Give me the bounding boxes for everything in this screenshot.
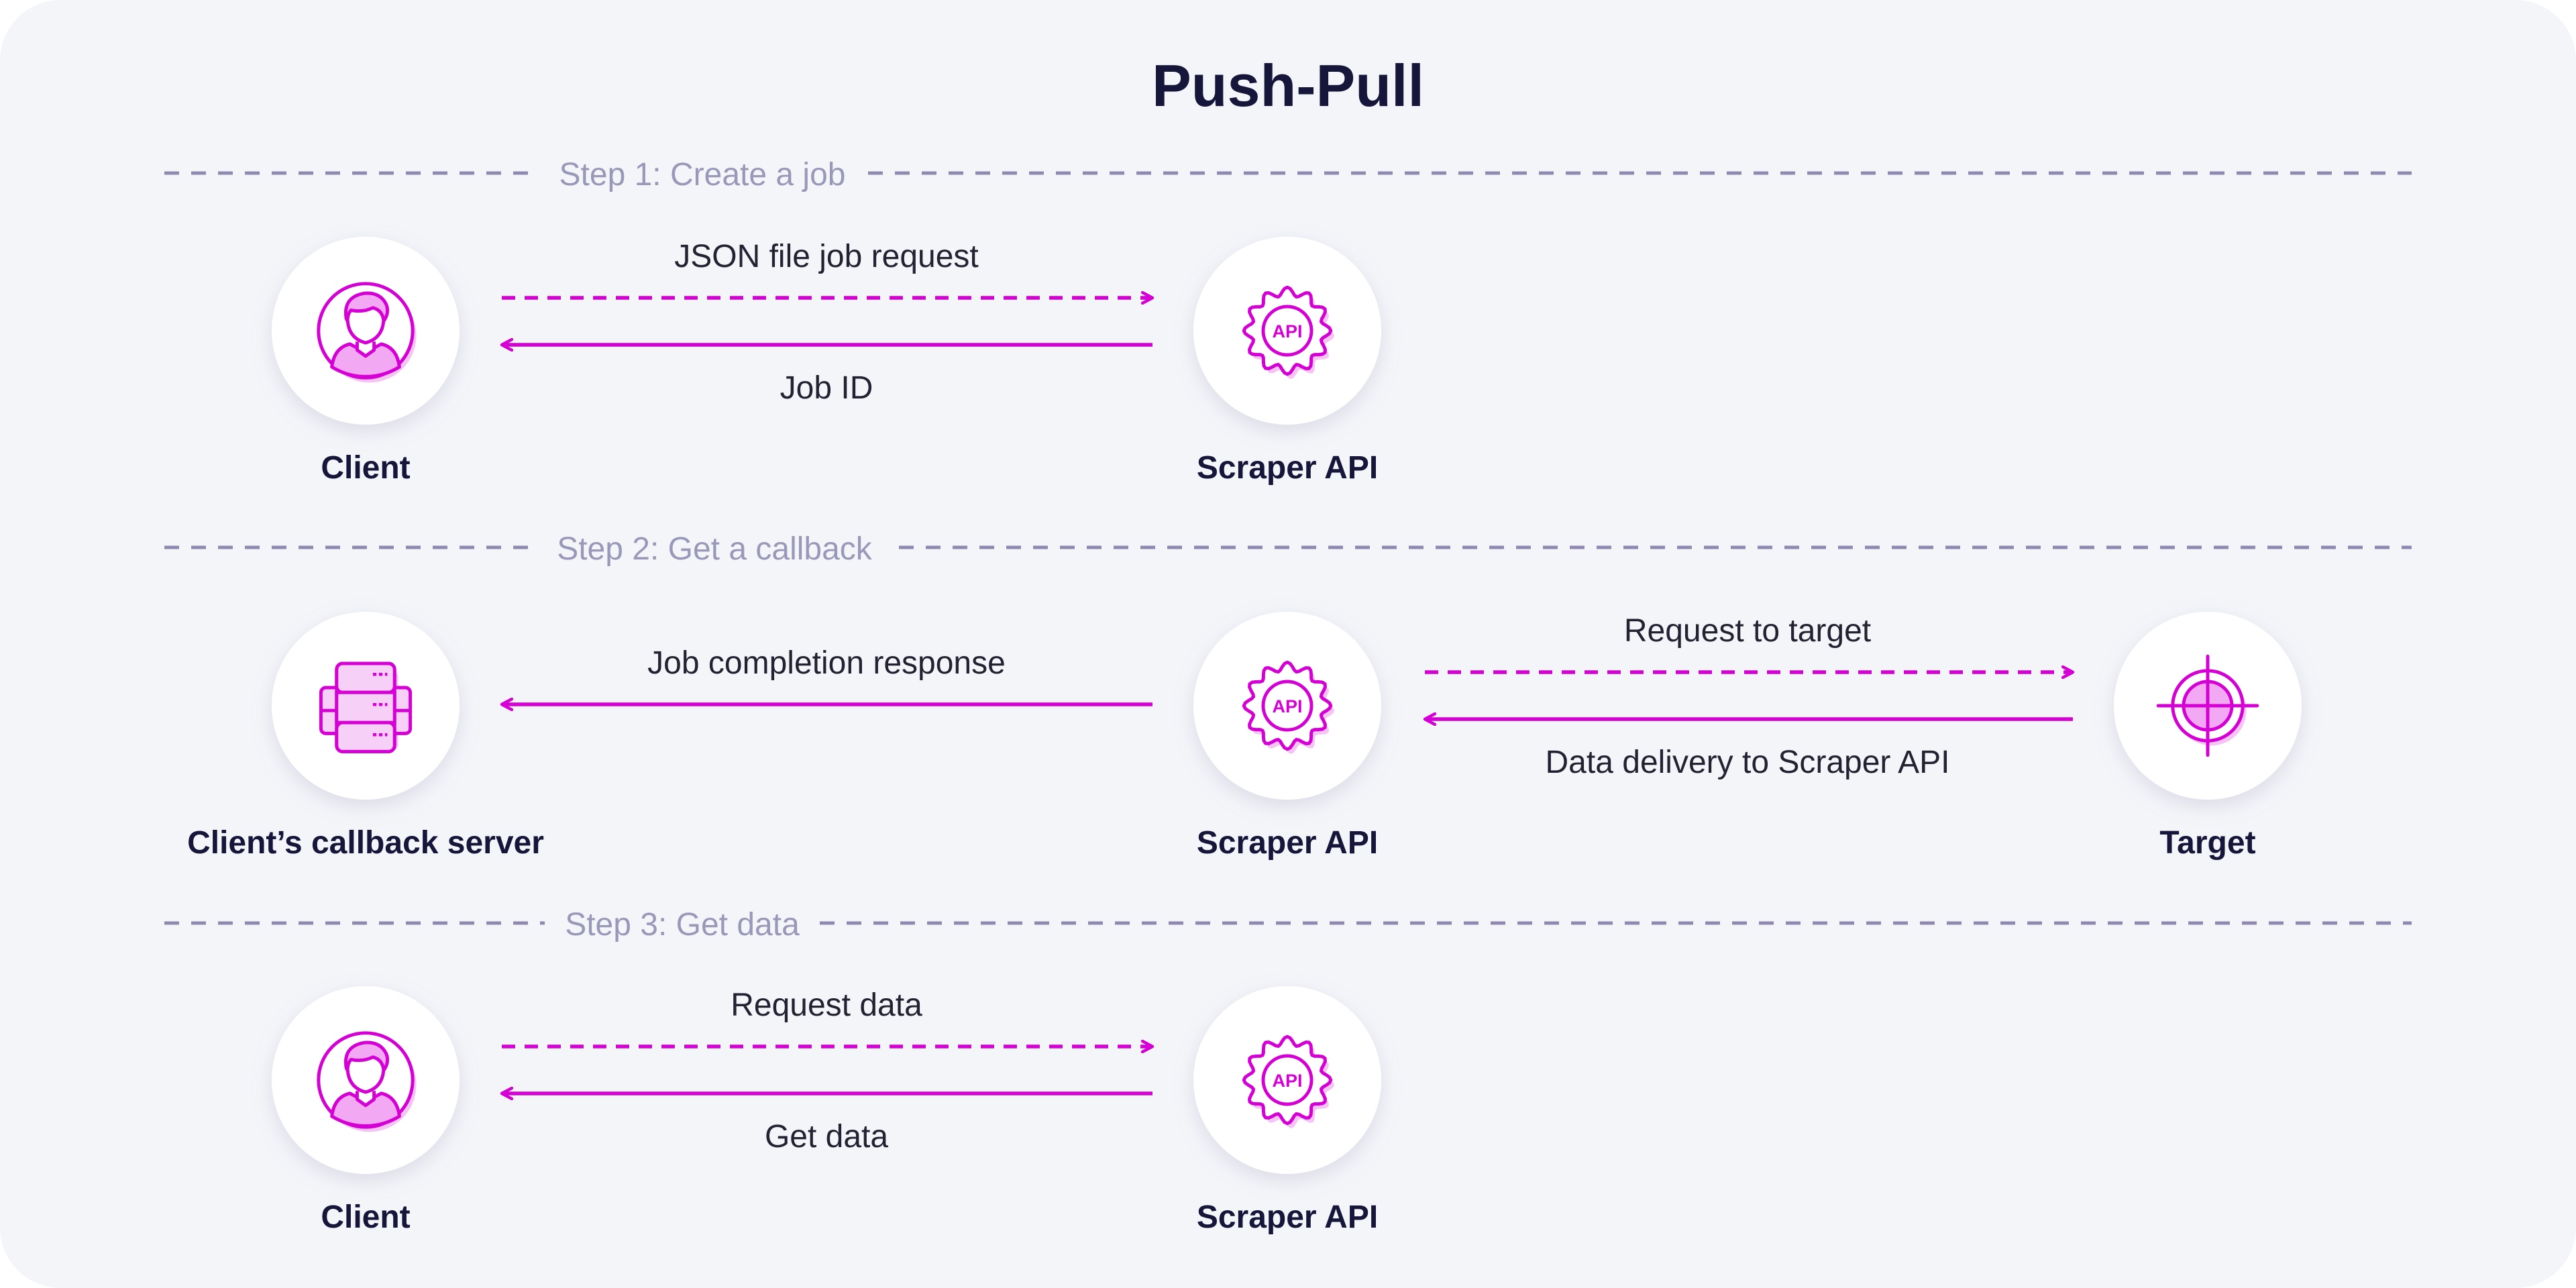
step-3-label: Step 3: Get data — [565, 907, 800, 943]
step-3-arrow-get-data-label: Get data — [765, 1119, 888, 1155]
step-2: Step 2: Get a callback Job completion re… — [164, 531, 2412, 861]
user-icon — [319, 1033, 417, 1132]
client-node: Client — [272, 237, 460, 486]
step-3-arrow-request-data-label: Request data — [731, 987, 922, 1023]
client-label: Client — [321, 450, 410, 486]
step-2-arrow-data-delivery-label: Data delivery to Scraper API — [1546, 745, 1950, 780]
scraper-api-label: Scraper API — [1197, 450, 1378, 486]
scraper-api-label: Scraper API — [1197, 1199, 1378, 1235]
scraper-api-node: Scraper API — [1193, 612, 1381, 861]
step-3: Step 3: Get data Request data Get data C… — [164, 907, 2412, 1235]
step-2-label: Step 2: Get a callback — [557, 531, 873, 567]
user-icon — [319, 284, 417, 383]
step-1-arrow-json-request-label: JSON file job request — [674, 239, 979, 274]
scraper-api-node: Scraper API — [1193, 986, 1381, 1235]
step-2-arrow-job-completion-label: Job completion response — [647, 645, 1006, 681]
step-1: Step 1: Create a job JSON file job reque… — [164, 157, 2412, 486]
callback-server-node: Client’s callback server — [187, 612, 544, 861]
target-label: Target — [2159, 825, 2255, 861]
step-1-arrow-job-id-label: Job ID — [780, 370, 873, 406]
target-node: Target — [2114, 612, 2302, 861]
diagram-title: Push-Pull — [1152, 52, 1424, 119]
client-node: Client — [272, 986, 460, 1235]
callback-server-label: Client’s callback server — [187, 825, 544, 861]
client-label: Client — [321, 1199, 410, 1235]
step-1-label: Step 1: Create a job — [559, 157, 846, 193]
scraper-api-label: Scraper API — [1197, 825, 1378, 861]
scraper-api-node: Scraper API — [1193, 237, 1381, 486]
step-2-arrow-request-target-label: Request to target — [1624, 613, 1871, 649]
